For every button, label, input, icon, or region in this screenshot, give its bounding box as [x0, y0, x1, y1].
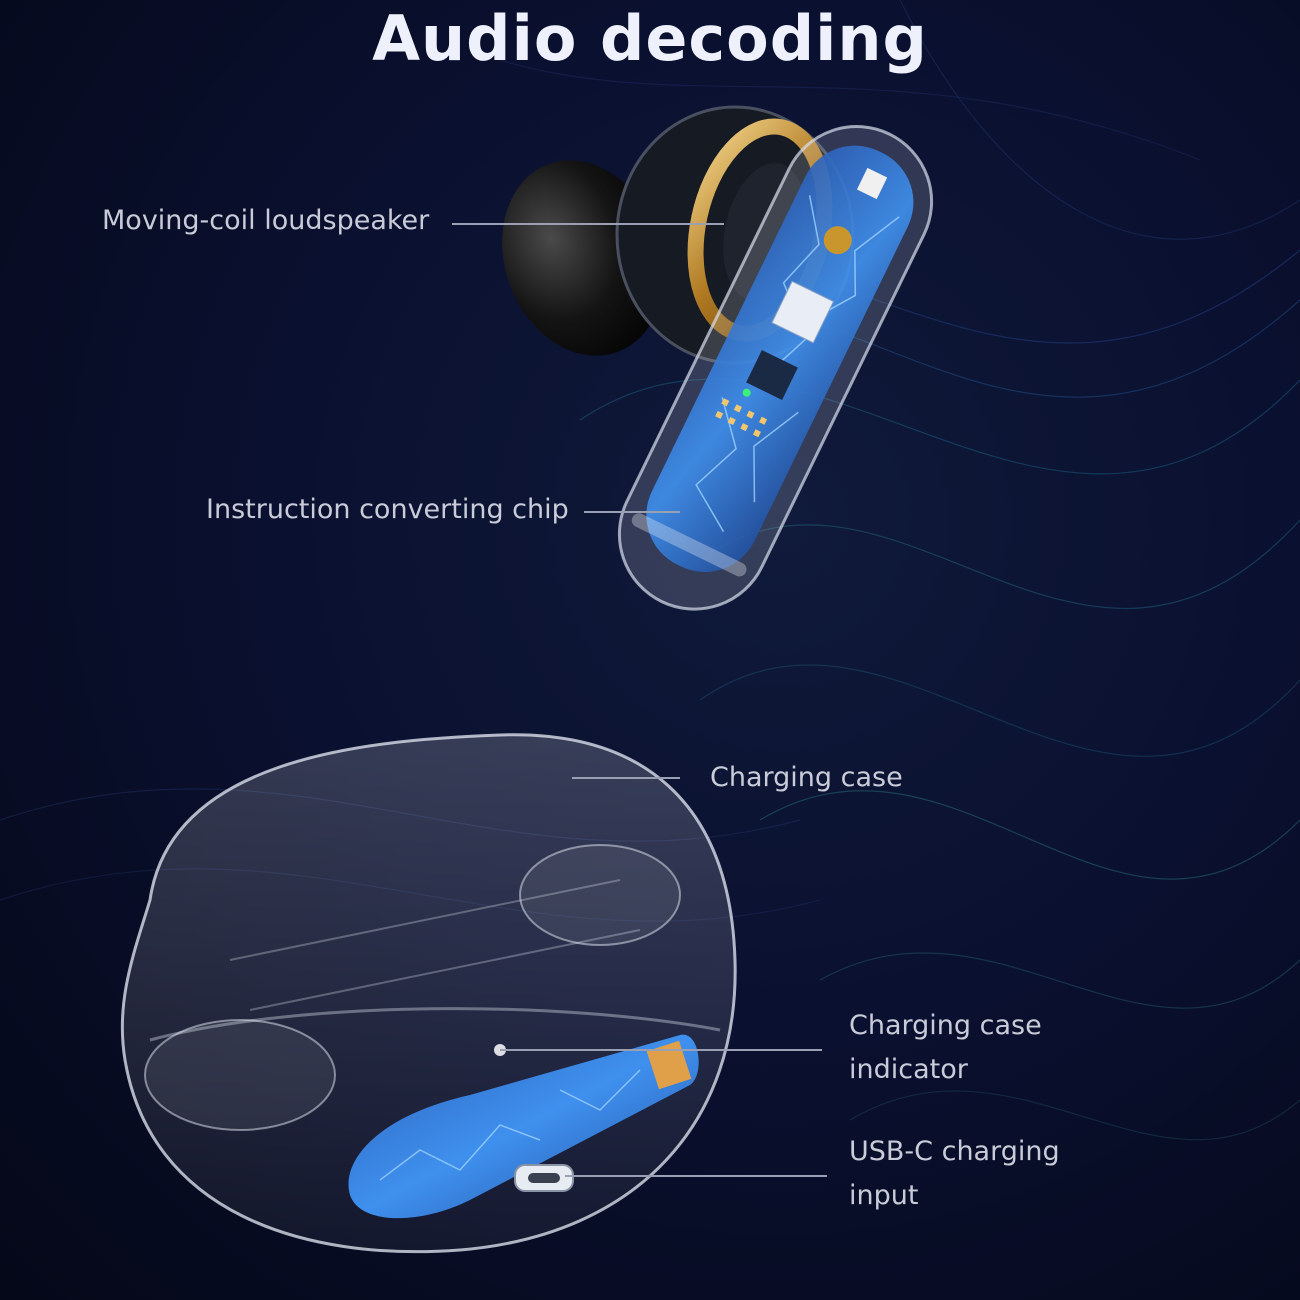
callout-usb-c-line1: USB-C charging — [849, 1136, 1060, 1167]
indicator-chip — [646, 1040, 692, 1090]
callout-indicator-line2: indicator — [849, 1054, 968, 1085]
charging-case — [120, 733, 737, 1254]
page-title: Audio decoding — [372, 2, 928, 75]
callout-usb-c-line2: input — [849, 1180, 919, 1211]
earbud-stem — [617, 125, 934, 611]
leader-line-chip — [584, 511, 680, 513]
earbud-slot-right — [519, 844, 681, 946]
case-circuit-board — [348, 1034, 699, 1219]
earbud-circuit-board — [646, 145, 914, 572]
chip-icon — [771, 280, 835, 344]
earbud-slot-left — [144, 1019, 336, 1131]
callout-charging-case: Charging case — [710, 762, 903, 793]
leader-line-usb-c — [565, 1175, 827, 1177]
leader-line-loudspeaker — [452, 223, 724, 225]
callout-indicator-line1: Charging case — [849, 1010, 1042, 1041]
leader-line-case — [572, 777, 680, 779]
callout-instruction-converting-chip: Instruction converting chip — [206, 494, 569, 525]
callout-moving-coil-loudspeaker: Moving-coil loudspeaker — [102, 205, 430, 236]
leader-line-indicator — [500, 1049, 822, 1051]
earbud — [502, 105, 934, 611]
